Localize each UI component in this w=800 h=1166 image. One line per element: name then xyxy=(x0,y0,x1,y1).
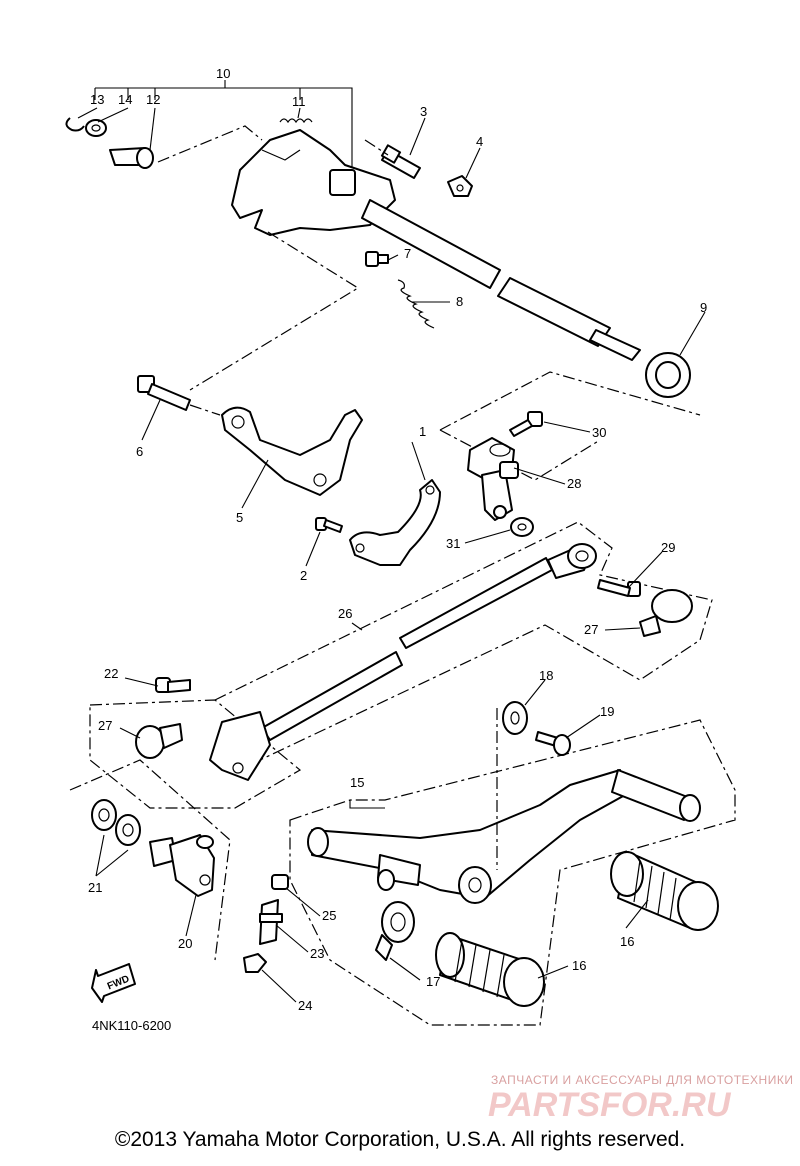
washers-21 xyxy=(69,759,231,961)
oil-seal-9 xyxy=(645,352,691,398)
bolt-6 xyxy=(137,375,221,416)
bolt-7 xyxy=(365,251,389,267)
callout-28: 28 xyxy=(567,476,581,491)
bolt-19 xyxy=(535,731,571,756)
bolt-2 xyxy=(315,517,343,533)
callout-22: 22 xyxy=(104,666,118,681)
watermark-logo: PARTSFOR.RU xyxy=(488,1086,732,1124)
callout-25: 25 xyxy=(322,908,336,923)
washer-18 xyxy=(496,701,528,870)
foot-peg-16-right xyxy=(610,851,719,931)
callout-1: 1 xyxy=(419,424,426,439)
shift-rod-26 xyxy=(214,521,713,761)
callout-2: 2 xyxy=(300,568,307,583)
washer-31 xyxy=(510,517,534,537)
callout-27-left: 27 xyxy=(98,718,112,733)
callout-26: 26 xyxy=(338,606,352,621)
callout-23: 23 xyxy=(310,946,324,961)
bracket-1 xyxy=(349,479,441,566)
callout-5: 5 xyxy=(236,510,243,525)
callout-15: 15 xyxy=(350,775,364,790)
bolt-30 xyxy=(509,411,543,437)
callout-21: 21 xyxy=(88,880,102,895)
callout-24: 24 xyxy=(298,998,312,1013)
callout-9: 9 xyxy=(700,300,707,315)
shaft-20 xyxy=(149,834,215,897)
callout-31: 31 xyxy=(446,536,460,551)
callout-19: 19 xyxy=(600,704,614,719)
callout-29: 29 xyxy=(661,540,675,555)
clip-4 xyxy=(447,175,473,197)
leader-lines xyxy=(77,107,706,1003)
exploded-parts-diagram: FWD 1 2 xyxy=(65,66,793,1124)
callout-27-right: 27 xyxy=(584,622,598,637)
callout-13: 13 xyxy=(90,92,104,107)
nut-24 xyxy=(243,953,267,973)
callout-10: 10 xyxy=(216,66,230,81)
callout-20: 20 xyxy=(178,936,192,951)
callout-3: 3 xyxy=(420,104,427,119)
callout-17: 17 xyxy=(426,974,440,989)
bolt-25 xyxy=(271,874,289,890)
bolt-3 xyxy=(364,139,421,179)
joint-27-left xyxy=(89,699,302,809)
callout-30: 30 xyxy=(592,425,606,440)
callout-16-right: 16 xyxy=(620,934,634,949)
callout-7: 7 xyxy=(404,246,411,261)
fwd-arrow-icon: FWD xyxy=(91,963,136,1003)
watermark: ЗАПЧАСТИ И АКСЕССУАРЫ ДЛЯ МОТОТЕХНИКИ PA… xyxy=(488,1073,793,1124)
part-code: 4NK110-6200 xyxy=(92,1018,171,1033)
shift-pedal-15 xyxy=(289,719,736,1026)
callout-16-left: 16 xyxy=(572,958,586,973)
joint-27-right xyxy=(639,589,693,637)
foot-peg-16-left xyxy=(435,932,545,1007)
watermark-tagline: ЗАПЧАСТИ И АКСЕССУАРЫ ДЛЯ МОТОТЕХНИКИ xyxy=(491,1073,793,1087)
bracket-5 xyxy=(221,406,363,496)
callout-12: 12 xyxy=(146,92,160,107)
bolt-23 xyxy=(259,899,283,945)
callout-6: 6 xyxy=(136,444,143,459)
shift-arm-assembly xyxy=(65,80,641,391)
callout-11: 11 xyxy=(292,94,306,109)
bolt-22 xyxy=(155,677,191,693)
joint-17 xyxy=(375,901,415,961)
callout-18: 18 xyxy=(539,668,553,683)
callout-14: 14 xyxy=(118,92,132,107)
spring-8 xyxy=(397,279,435,329)
shift-lever-28 xyxy=(439,371,701,521)
callout-4: 4 xyxy=(476,134,483,149)
callout-numbers: 1 2 3 4 5 6 7 8 9 10 11 12 13 14 15 16 1… xyxy=(88,66,707,1013)
callout-8: 8 xyxy=(456,294,463,309)
copyright-notice: ©2013 Yamaha Motor Corporation, U.S.A. A… xyxy=(114,1128,686,1151)
